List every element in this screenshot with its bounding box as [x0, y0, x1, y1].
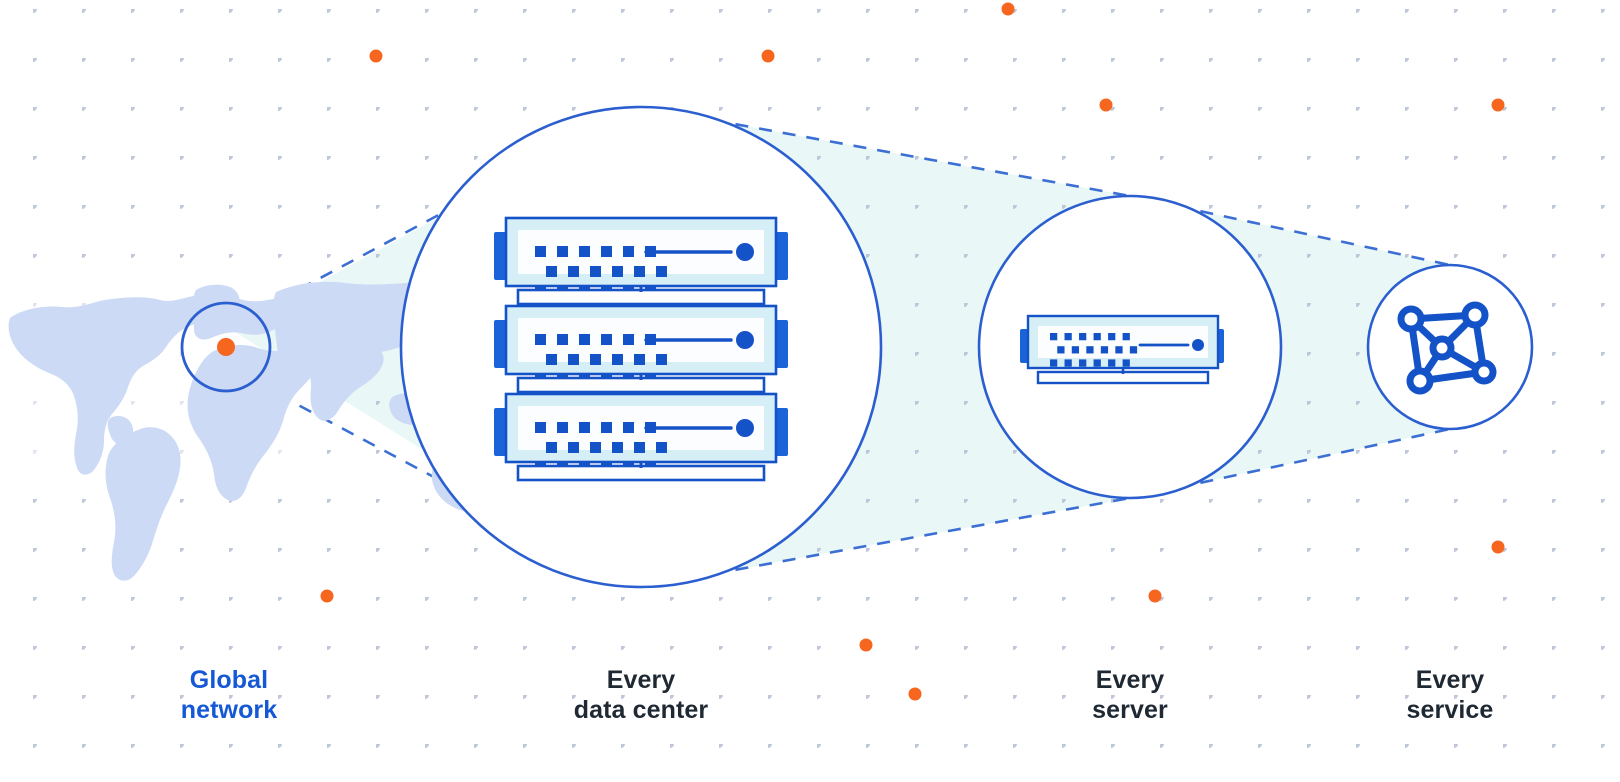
server-status-dot	[736, 419, 754, 437]
accent-dot-group	[320, 2, 1505, 701]
stage-server	[977, 194, 1283, 500]
graph-node-center	[1429, 335, 1455, 361]
graph-node	[1397, 305, 1425, 333]
accent-dot	[320, 589, 334, 603]
rack-shelf	[516, 288, 766, 306]
stage-label-every-service: Every service	[1406, 666, 1494, 724]
service-node-group	[1397, 301, 1497, 395]
stage-label-every-data-center: Every data center	[573, 666, 709, 724]
accent-dot	[1491, 540, 1505, 554]
accent-dot	[859, 638, 873, 652]
accent-dot	[1001, 2, 1015, 16]
graph-node	[1406, 367, 1434, 395]
server-front-panel	[1038, 326, 1208, 358]
map-location-pin-icon	[217, 338, 235, 356]
rack-base	[516, 464, 766, 482]
stage-label-global-network: Global network	[180, 666, 278, 724]
graph-node	[1461, 301, 1489, 329]
accent-dot	[761, 49, 775, 63]
server-rack-icon	[494, 216, 788, 482]
server-unit	[494, 216, 788, 306]
accent-dot	[1491, 98, 1505, 112]
rack-shelf	[516, 376, 766, 394]
server-status-dot	[1192, 339, 1204, 351]
server-status-dot	[736, 243, 754, 261]
server-status-dot	[736, 331, 754, 349]
single-server-unit-icon	[1020, 314, 1224, 385]
accent-dot	[1148, 589, 1162, 603]
stage-service	[1366, 263, 1534, 431]
server-unit	[494, 304, 788, 394]
accent-dot	[1099, 98, 1113, 112]
server-unit	[494, 392, 788, 482]
graph-node	[1471, 359, 1497, 385]
map-focus-circle	[180, 301, 272, 393]
connector-global-datacenter-bottom	[235, 370, 642, 589]
stage-data-center	[399, 105, 883, 589]
accent-dot	[908, 687, 922, 701]
accent-dot	[369, 49, 383, 63]
stage-label-every-server: Every server	[1092, 666, 1168, 724]
